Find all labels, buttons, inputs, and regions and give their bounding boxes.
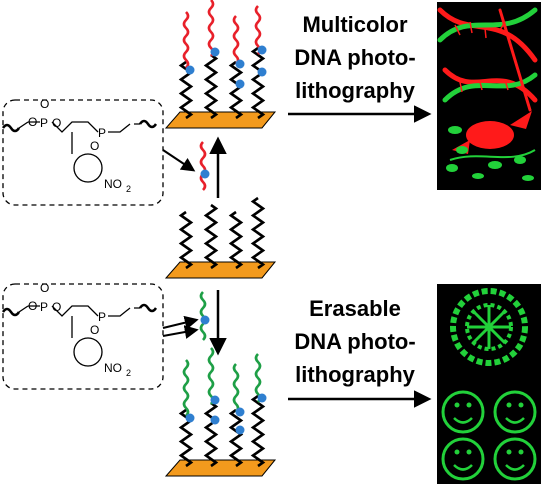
nitro-group-bottom: NO <box>104 361 122 375</box>
erasable-label-line1: Erasable <box>309 296 401 321</box>
micrograph-erasable <box>437 284 541 484</box>
bot-dot <box>235 425 245 435</box>
phos-o-right-1: O <box>52 116 61 130</box>
top-dot <box>185 65 195 75</box>
released-strands <box>199 141 210 341</box>
multicolor-label-line2: DNA photo- <box>294 45 415 70</box>
top-dot <box>257 45 267 55</box>
nitro-sub-bottom: 2 <box>126 368 131 378</box>
arrow-chem-bottom-a <box>162 315 199 330</box>
multicolor-label-line3: lithography <box>295 78 416 103</box>
nitro-group-top: NO <box>104 177 122 191</box>
mid-strand-3 <box>250 196 266 270</box>
mid-substrate <box>164 261 277 279</box>
phos-o-left-3: O <box>28 299 37 313</box>
micrograph-multicolor <box>437 2 541 190</box>
top-strand-1 <box>203 53 219 120</box>
phos-atom-4: P <box>98 310 106 324</box>
phos-o-bottom-4: O <box>90 323 99 337</box>
erasable-label-line2: DNA photo- <box>294 329 415 354</box>
multicolor-label-line1: Multicolor <box>302 12 408 37</box>
bot-strand-1 <box>203 401 219 468</box>
phos-o-bottom-2: O <box>90 139 99 153</box>
top-dot <box>210 47 220 57</box>
bot-dot <box>210 395 220 405</box>
top-dot <box>235 59 245 69</box>
phos-o-left-1: O <box>28 115 37 129</box>
benzene-ring-bottom <box>73 337 103 367</box>
released-red-strand <box>199 141 207 191</box>
top-strand-2 <box>228 60 244 120</box>
bot-dot <box>257 393 267 403</box>
phos-atom-1: P <box>40 116 48 130</box>
bot-tail-2 <box>232 363 240 413</box>
top-tail-3 <box>254 5 262 55</box>
mid-strand-0 <box>178 210 194 270</box>
bot-strand-2 <box>228 408 244 468</box>
mid-strand-2 <box>228 210 244 270</box>
phos-o-top-1: O <box>40 97 49 111</box>
bot-dot <box>235 407 245 417</box>
arrow-chem-bottom-b <box>162 325 199 339</box>
bot-substrate <box>164 459 277 477</box>
bot-tail-1 <box>207 347 215 405</box>
top-tail-0 <box>182 11 190 69</box>
bot-tail-3 <box>254 353 262 403</box>
released-green-dot <box>200 315 210 325</box>
top-strand-3 <box>250 46 266 120</box>
chem-structure-bottom: P O O O P O NO 2 <box>1 281 164 390</box>
bot-strand-3 <box>250 394 266 468</box>
phos-atom-3: P <box>40 300 48 314</box>
dna-array-top-red <box>164 0 277 129</box>
bot-dot <box>185 413 195 423</box>
top-tail-2 <box>232 15 240 65</box>
dna-array-middle-black <box>164 196 277 279</box>
arrow-chem-top <box>162 149 196 172</box>
released-red-dot <box>200 169 210 179</box>
top-tail-1 <box>207 0 215 57</box>
nitro-sub-top: 2 <box>126 184 131 194</box>
erasable-label-line3: lithography <box>295 362 416 387</box>
mid-strand-1 <box>203 203 219 270</box>
phos-o-top-3: O <box>40 281 49 295</box>
bot-dot <box>210 415 220 425</box>
top-dot <box>257 67 267 77</box>
top-substrate <box>164 111 277 129</box>
chem-structure-top: P O O O P O NO 2 <box>1 97 164 206</box>
bot-tail-0 <box>182 359 190 417</box>
phos-o-right-3: O <box>52 300 61 314</box>
phos-atom-2: P <box>98 126 106 140</box>
dna-array-bottom-green <box>164 347 277 477</box>
benzene-ring-top <box>73 153 103 183</box>
top-dot <box>235 79 245 89</box>
